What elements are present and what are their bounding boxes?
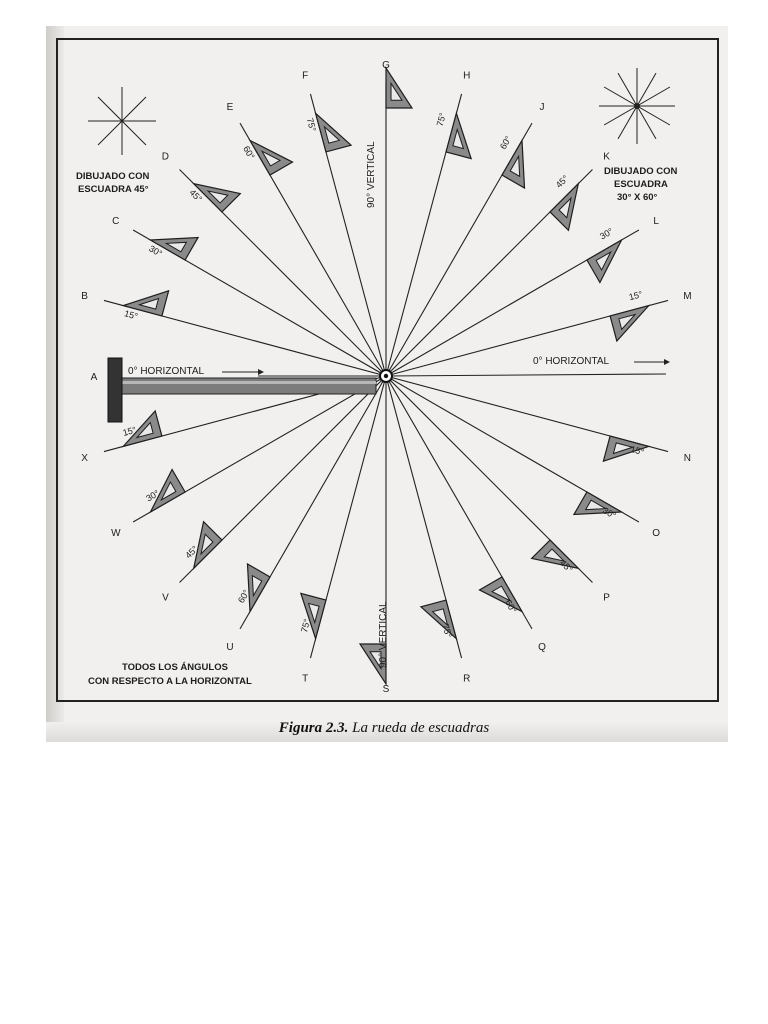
ray-letter: L [653, 216, 659, 227]
ray-letter: S [383, 684, 390, 695]
star-30-60-icon [599, 68, 675, 144]
figure-frame [56, 38, 719, 702]
set-square-cutout [135, 421, 154, 439]
ray-letter: X [81, 453, 88, 464]
set-square-cutout [452, 127, 465, 150]
set-square-cutout [251, 574, 263, 598]
ray-letter: A [91, 372, 98, 383]
set-square-cutout [260, 150, 281, 167]
set-square-cutout [584, 499, 608, 511]
ray-angle-label: 30° [598, 226, 615, 242]
note-45-line1: DIBUJADO CON [76, 171, 150, 182]
set-square-icon [314, 111, 353, 153]
ray-letter: Q [538, 642, 546, 653]
ray-letter: C [112, 216, 119, 227]
ray-angle-label: 15° [123, 308, 139, 321]
set-square-icon [419, 599, 458, 641]
triangles-layer [121, 65, 651, 687]
set-square-cutout [618, 313, 637, 331]
star-45-icon [88, 87, 156, 155]
set-square-cutout [543, 548, 566, 562]
set-square-cutout [491, 585, 512, 602]
page-shadow-left [46, 26, 64, 742]
ray-letter: D [162, 151, 169, 162]
set-square-cutout [612, 442, 635, 455]
set-square-icon [385, 65, 414, 109]
ray-letter: B [81, 291, 88, 302]
set-square-cutout [200, 533, 214, 556]
ray-angle-label: 75° [305, 117, 318, 133]
set-square-cutout [558, 196, 572, 219]
set-square-cutout [369, 651, 382, 671]
page-shadow-bottom [46, 722, 728, 742]
set-square-icon [246, 562, 271, 614]
wheel-center-dot [383, 373, 389, 379]
set-square-cutout [509, 154, 521, 178]
note-3060-line3: 30° X 60° [617, 192, 658, 203]
ray-letter: W [111, 528, 121, 539]
ray-letter: M [683, 291, 691, 302]
ray-letter: R [463, 673, 470, 684]
set-square-cutout [206, 190, 229, 204]
set-square-cutout [323, 125, 341, 144]
ray-angle-label: 75° [299, 617, 312, 633]
set-square-icon [121, 409, 163, 448]
ray-letter: V [162, 593, 169, 604]
note-45-line2: ESCUADRA 45° [78, 184, 149, 195]
ray-letter: H [463, 71, 470, 82]
note-3060-line1: DIBUJADO CON [604, 166, 678, 177]
ray-angle-label: 15° [628, 289, 644, 302]
set-square-cutout [595, 250, 612, 271]
ray-letter: G [382, 60, 390, 71]
ray-angle-label: 60° [503, 598, 519, 615]
ray-angle-label: 30° [601, 505, 618, 521]
arrow-head [664, 359, 670, 365]
note-3060-line2: ESCUADRA [614, 179, 668, 190]
ray-letter: U [226, 642, 233, 653]
set-square-icon [609, 304, 651, 343]
caption-number: Figura 2.3. [278, 720, 349, 736]
ray-angle-label: 15° [122, 425, 138, 438]
ray-letter: N [684, 453, 691, 464]
ray-letter: J [540, 102, 545, 113]
ray-angle-label: 75° [435, 111, 448, 127]
set-square-cutout [431, 608, 449, 627]
caption-text: La rueda de escuadras [352, 720, 490, 736]
set-square-cutout [137, 297, 160, 310]
ray-angle-label: 45° [554, 173, 571, 190]
arrow-head [258, 369, 264, 375]
set-square-cutout [390, 81, 403, 101]
t-square [107, 357, 377, 423]
set-square-cutout [160, 481, 177, 502]
ray-letter: T [302, 673, 308, 684]
figure-caption: Figura 2.3. La rueda de escuadras [0, 720, 768, 737]
horizontal-label-right: 0° HORIZONTAL [533, 356, 609, 367]
set-square-cutout [164, 241, 188, 253]
ray-angle-label: 75° [441, 623, 454, 639]
ray-letter: K [603, 151, 610, 162]
vertical-label-top: 90° VERTICAL [366, 141, 377, 208]
vertical-label-bottom: 90° VERTICAL [378, 601, 389, 668]
ray-letter: F [302, 71, 308, 82]
ray-letter: O [652, 528, 660, 539]
ray-letter: P [603, 593, 610, 604]
note-bottom-line2: CON RESPECTO A LA HORIZONTAL [88, 676, 252, 687]
ray-line [385, 373, 667, 377]
ray-angle-label: 15° [629, 444, 645, 457]
ray-angle-label: 60° [498, 134, 514, 151]
ray-letter: E [227, 102, 234, 113]
horizontal-label-left: 0° HORIZONTAL [128, 366, 204, 377]
note-bottom-line1: TODOS LOS ÁNGULOS [122, 662, 228, 673]
set-square-cutout [307, 602, 320, 625]
